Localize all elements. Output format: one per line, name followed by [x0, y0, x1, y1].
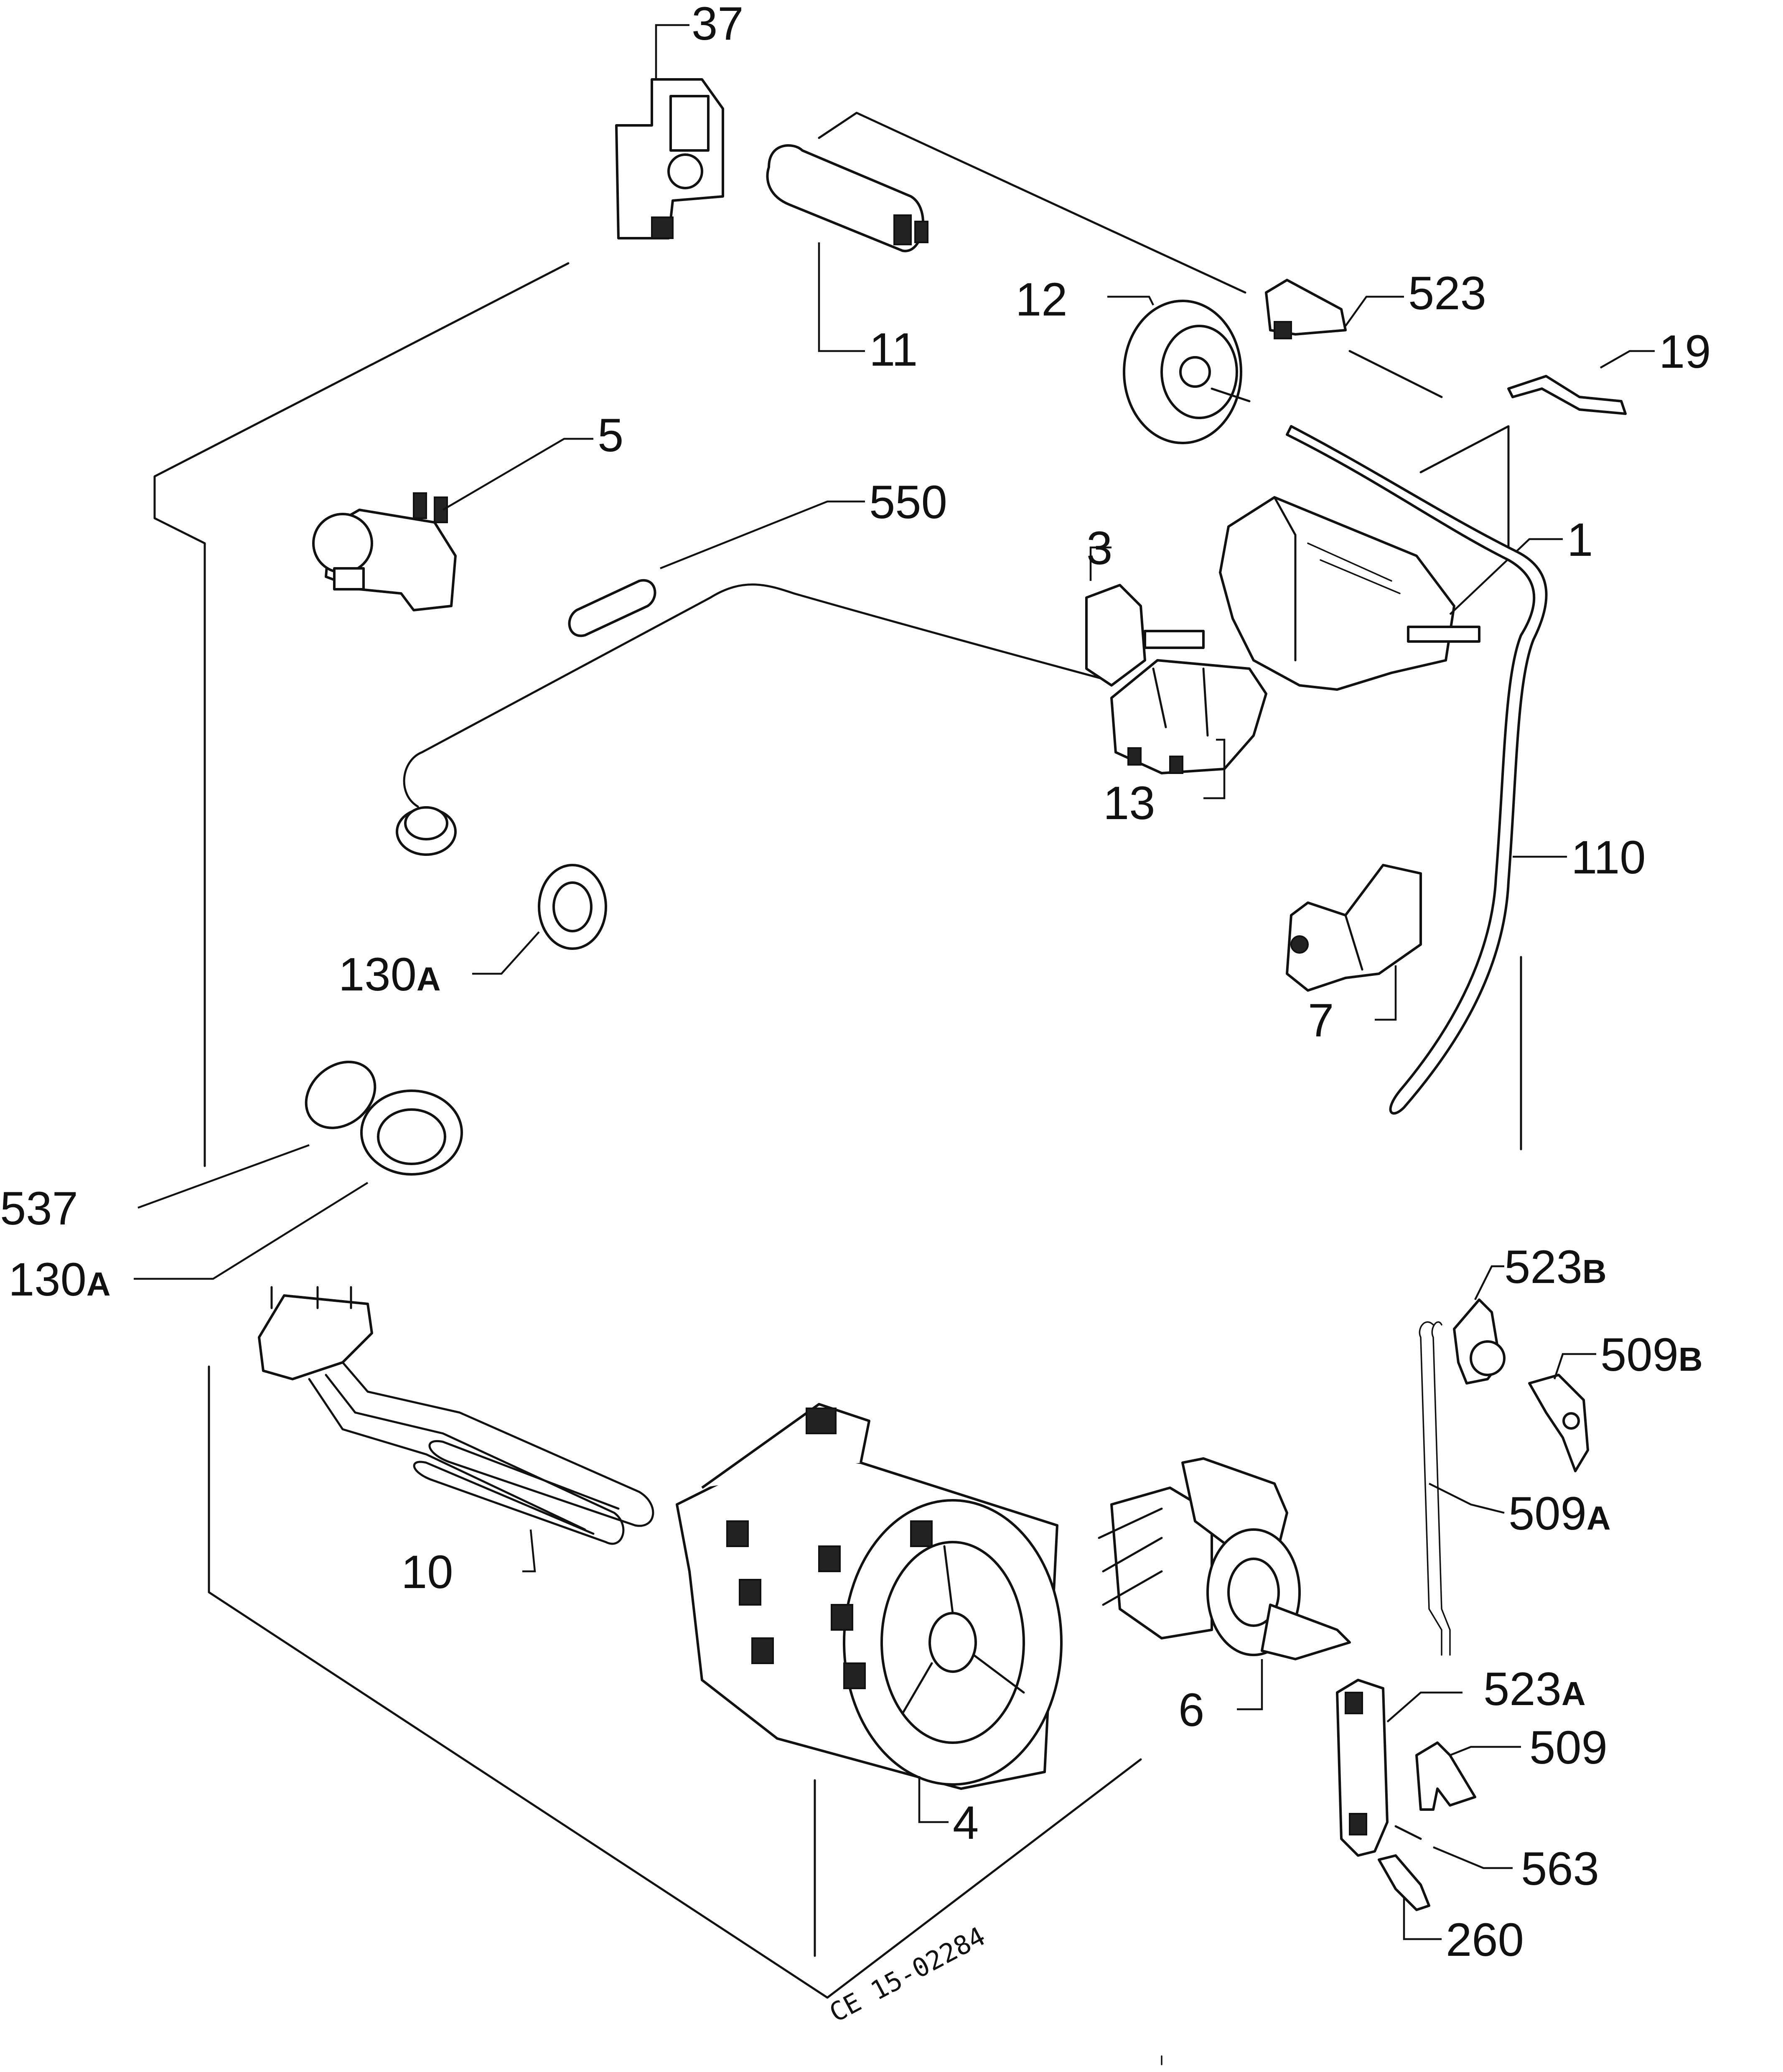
part-label-509a: 509A: [1508, 1487, 1611, 1540]
capacitor-11: [766, 144, 928, 352]
part-label-6: 6: [1178, 1684, 1204, 1736]
part-label-10: 10: [401, 1546, 453, 1598]
part-label-13: 13: [1103, 777, 1155, 829]
part-label-19: 19: [1659, 326, 1711, 378]
part-label-523b: 523B: [1504, 1241, 1607, 1293]
pressure-switch-12: [1107, 295, 1251, 444]
part-label-537: 537: [0, 1182, 78, 1235]
lower-hinge-parts: [1336, 1679, 1521, 1940]
hose-110: [1286, 425, 1567, 1115]
nut-130a-upper: [472, 864, 607, 975]
part-label-509: 509: [1529, 1721, 1607, 1774]
programmer-timer-1: [1219, 496, 1563, 691]
part-label-523a: 523A: [1483, 1663, 1586, 1715]
interlock-bracket-37: [615, 24, 724, 239]
part-label-523: 523: [1408, 267, 1486, 319]
part-label-1: 1: [1567, 514, 1593, 566]
drain-pump-6: [1098, 1457, 1351, 1711]
sleeve-550: [396, 500, 1113, 856]
motor-4: [676, 1403, 1063, 1823]
heating-element-10: [258, 1286, 654, 1573]
part-labels: 37 11 12 523 19 5 550 3 1 13 110 130A 7 …: [0, 0, 1711, 1966]
clip-19: [1507, 350, 1655, 415]
part-label-130a-lower: 130A: [8, 1253, 111, 1306]
part-label-130a-upper: 130A: [338, 948, 441, 1000]
part-label-37: 37: [692, 0, 744, 50]
switch-block-13: [1110, 659, 1267, 799]
part-label-550: 550: [869, 476, 947, 528]
part-label-12: 12: [1015, 273, 1068, 326]
inlet-valve-5: [312, 438, 593, 611]
part-label-563: 563: [1521, 1843, 1599, 1895]
part-label-7: 7: [1308, 994, 1334, 1046]
part-label-509b: 509B: [1600, 1329, 1703, 1381]
indicator-lamp-parts: [134, 1061, 463, 1280]
cabinet-outline: [153, 112, 1522, 2065]
part-label-11: 11: [869, 323, 918, 376]
part-label-5: 5: [598, 409, 623, 461]
part-label-3: 3: [1086, 522, 1112, 574]
part-label-110: 110: [1571, 831, 1646, 883]
part-label-260: 260: [1446, 1914, 1524, 1966]
door-hinge-parts-right: [1419, 1265, 1596, 1656]
hinge-523: [1265, 279, 1404, 339]
part-label-4: 4: [953, 1797, 979, 1849]
door-lock-7: [1286, 864, 1422, 1021]
switch-3: [1085, 546, 1205, 687]
